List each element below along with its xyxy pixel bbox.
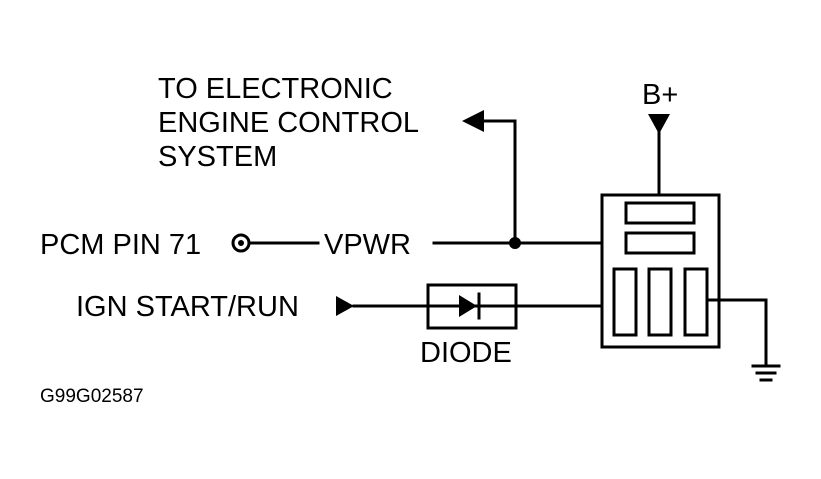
relay-terminal-b-plus <box>624 201 696 225</box>
ignition-arrow-icon <box>336 296 354 316</box>
pcm-pin-label: PCM PIN 71 <box>40 229 201 261</box>
splice-junction <box>509 237 521 249</box>
destination-label-line3: SYSTEM <box>158 141 277 173</box>
destination-label-line2: ENGINE CONTROL <box>158 107 419 139</box>
vpwr-wire-label: VPWR <box>324 229 411 261</box>
relay-terminal-vpwr <box>624 231 696 255</box>
diode-icon <box>459 295 477 317</box>
power-label: B+ <box>642 79 678 111</box>
destination-arrow-icon <box>462 110 484 132</box>
pcm-terminal-center <box>238 240 244 246</box>
relay-terminal-center <box>647 267 673 337</box>
ignition-label: IGN START/RUN <box>76 291 299 323</box>
diode-label: DIODE <box>420 337 512 369</box>
destination-label-line1: TO ELECTRONIC <box>158 73 393 105</box>
power-arrow-icon <box>648 114 670 134</box>
relay-terminal-ground <box>683 267 709 337</box>
relay-terminal-ignition <box>612 267 638 337</box>
destination-wire <box>482 119 517 245</box>
ground-wire <box>705 298 768 368</box>
figure-id: G99G02587 <box>40 386 144 407</box>
